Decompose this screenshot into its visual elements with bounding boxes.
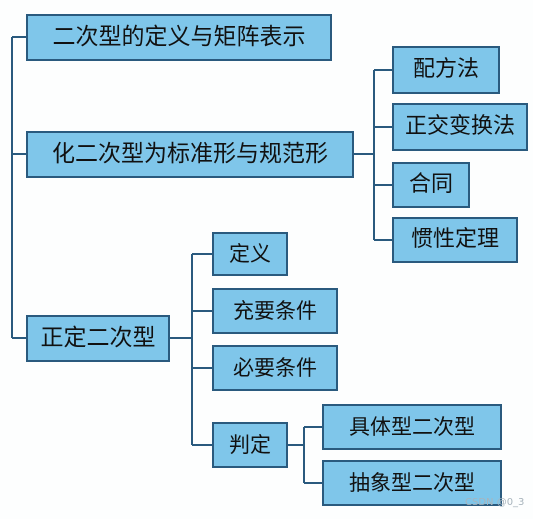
node-inertia-theorem: 惯性定理 — [392, 217, 518, 263]
watermark: CSDN @0_3 — [465, 497, 525, 508]
node-positive-definite: 正定二次型 — [26, 315, 170, 362]
node-definition: 定义 — [212, 232, 288, 276]
node-orthogonal-transform: 正交变换法 — [392, 103, 528, 151]
node-quadratic-form-definition: 二次型的定义与矩阵表示 — [26, 14, 332, 61]
node-normal-form: 化二次型为标准形与规范形 — [26, 131, 354, 178]
node-necessary-condition: 必要条件 — [212, 345, 338, 391]
node-completing-square: 配方法 — [392, 46, 500, 94]
node-abstract-form: 抽象型二次型 — [322, 460, 502, 506]
node-concrete-form: 具体型二次型 — [322, 404, 502, 450]
node-necessary-sufficient: 充要条件 — [212, 288, 338, 334]
node-judgement: 判定 — [212, 422, 288, 468]
node-congruence: 合同 — [392, 162, 470, 208]
